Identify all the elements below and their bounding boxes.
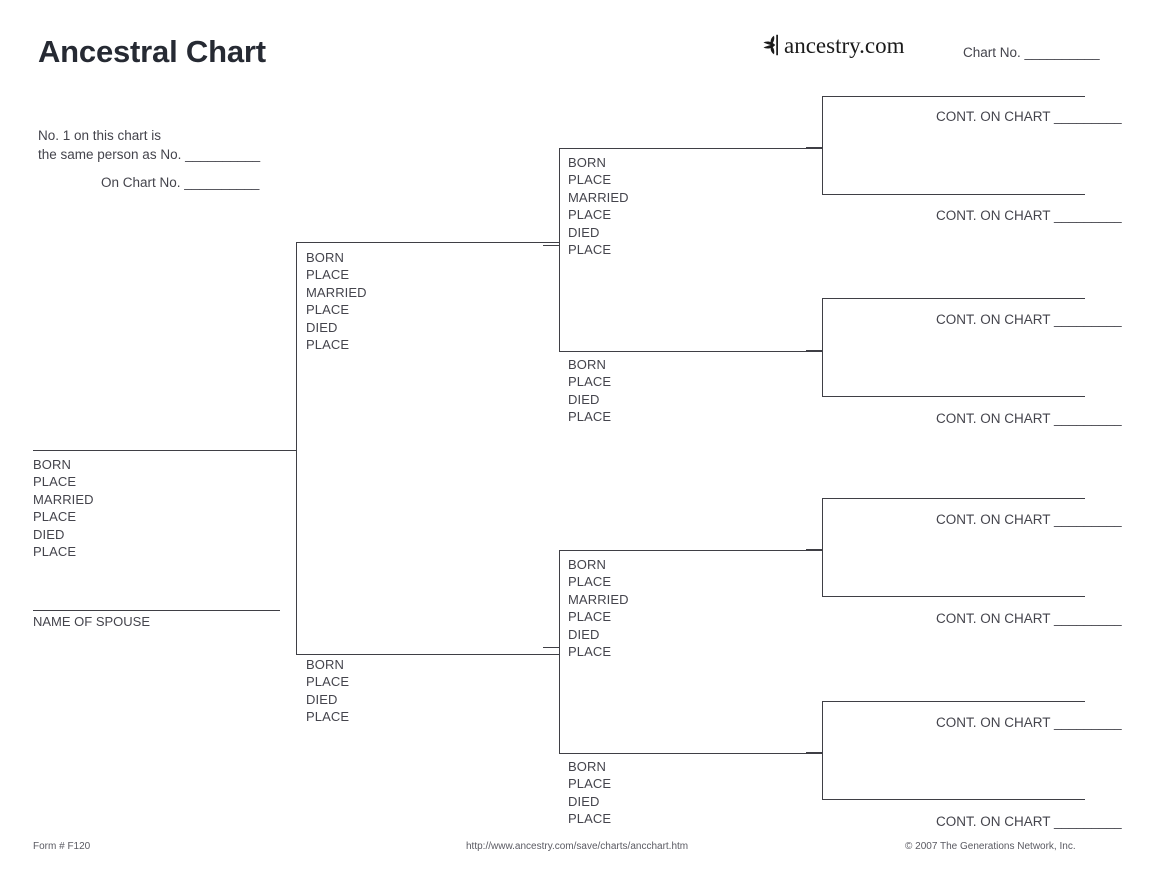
person-1-spouse-label: NAME OF SPOUSE <box>33 614 151 629</box>
gen2-bracket-spine <box>296 242 297 654</box>
ancestry-leaf-icon <box>757 32 783 58</box>
gen4-bracket-c-spine <box>822 498 823 596</box>
chart-no-label[interactable]: Chart No. __________ <box>963 45 1100 60</box>
field-married: MARRIED <box>568 189 629 205</box>
gen4-ggp-1-name-line[interactable] <box>822 96 1085 97</box>
gen4-ggp-5-name-line[interactable] <box>822 498 1085 499</box>
field-born: BORN <box>33 457 71 472</box>
gen4-ggp-7-name-line[interactable] <box>822 701 1085 702</box>
field-died: DIED <box>568 793 600 809</box>
field-place-3: PLACE <box>568 644 612 660</box>
gen4-ggp-5-cont-label[interactable]: CONT. ON CHART _________ <box>936 512 1122 527</box>
gen4-ggp-3-cont-label[interactable]: CONT. ON CHART _________ <box>936 312 1122 327</box>
gen4-ggp-6-cont-label[interactable]: CONT. ON CHART _________ <box>936 611 1122 626</box>
gen3-lower-bracket-spine <box>559 550 560 753</box>
gen3-pgm-fields: BORN PLACE DIED PLACE <box>568 356 611 426</box>
connector-gen2-mother-to-gen3 <box>543 647 560 648</box>
connector-gen3-pgm-to-gen4 <box>806 350 823 351</box>
field-place: PLACE <box>306 674 350 690</box>
gen3-mgf-name-line[interactable] <box>559 550 822 551</box>
note-line-2[interactable]: the same person as No. __________ <box>38 147 261 162</box>
field-married: MARRIED <box>33 491 94 507</box>
field-place-2: PLACE <box>568 609 612 625</box>
field-born: BORN <box>568 155 606 170</box>
connector-gen3-mgm-to-gen4 <box>806 752 823 753</box>
same-person-note: No. 1 on this chart is the same person a… <box>38 126 260 164</box>
gen3-pgm-name-line[interactable] <box>559 351 822 352</box>
field-died: DIED <box>568 626 600 642</box>
gen4-ggp-4-cont-label[interactable]: CONT. ON CHART _________ <box>936 411 1122 426</box>
field-place-2: PLACE <box>306 302 350 318</box>
gen4-ggp-6-name-line[interactable] <box>822 596 1085 597</box>
gen4-ggp-7-cont-label[interactable]: CONT. ON CHART _________ <box>936 715 1122 730</box>
gen2-father-name-line[interactable] <box>296 242 559 243</box>
field-born: BORN <box>568 357 606 372</box>
gen4-ggp-3-name-line[interactable] <box>822 298 1085 299</box>
field-died: DIED <box>568 391 600 407</box>
person-1-spouse-line[interactable] <box>33 610 280 611</box>
field-place-3: PLACE <box>568 242 612 258</box>
gen4-ggp-2-name-line[interactable] <box>822 194 1085 195</box>
field-place: PLACE <box>568 172 612 188</box>
connector-gen3-mgf-to-gen4 <box>806 549 823 550</box>
gen4-ggp-2-cont-label[interactable]: CONT. ON CHART _________ <box>936 208 1122 223</box>
field-place-2: PLACE <box>568 409 612 425</box>
field-died: DIED <box>306 319 338 335</box>
field-place: PLACE <box>568 374 612 390</box>
gen4-ggp-8-cont-label[interactable]: CONT. ON CHART _________ <box>936 814 1122 829</box>
field-place-2: PLACE <box>568 207 612 223</box>
field-place-3: PLACE <box>306 337 350 353</box>
field-married: MARRIED <box>306 284 367 300</box>
connector-gen2-father-to-gen3 <box>543 245 560 246</box>
gen4-bracket-d-spine <box>822 701 823 799</box>
gen4-bracket-b-spine <box>822 298 823 396</box>
field-born: BORN <box>568 759 606 774</box>
field-place-2: PLACE <box>306 709 350 725</box>
field-married: MARRIED <box>568 591 629 607</box>
note-line-1: No. 1 on this chart is <box>38 128 162 143</box>
field-place-2: PLACE <box>33 509 77 525</box>
gen3-upper-bracket-spine <box>559 148 560 351</box>
ancestry-brand: ancestry.com <box>757 31 904 59</box>
gen2-mother-name-line[interactable] <box>296 654 559 655</box>
field-place: PLACE <box>306 267 350 283</box>
field-place: PLACE <box>33 474 77 490</box>
gen4-bracket-a-spine <box>822 96 823 194</box>
field-place-3: PLACE <box>33 544 77 560</box>
gen2-father-fields: BORN PLACE MARRIED PLACE DIED PLACE <box>306 249 367 353</box>
field-place-2: PLACE <box>568 811 612 827</box>
field-born: BORN <box>568 557 606 572</box>
gen4-ggp-1-cont-label[interactable]: CONT. ON CHART _________ <box>936 109 1122 124</box>
person-1-fields: BORN PLACE MARRIED PLACE DIED PLACE <box>33 456 94 560</box>
gen4-ggp-4-name-line[interactable] <box>822 396 1085 397</box>
connector-gen3-pgf-to-gen4 <box>806 147 823 148</box>
gen3-mgm-name-line[interactable] <box>559 753 822 754</box>
brand-name: ancestry.com <box>784 32 905 58</box>
footer-copyright: © 2007 The Generations Network, Inc. <box>905 841 1076 852</box>
field-died: DIED <box>306 691 338 707</box>
gen3-mgm-fields: BORN PLACE DIED PLACE <box>568 758 611 828</box>
field-died: DIED <box>568 224 600 240</box>
on-chart-no-label[interactable]: On Chart No. __________ <box>101 175 260 190</box>
connector-p1-to-gen2 <box>280 450 297 451</box>
gen3-pgf-name-line[interactable] <box>559 148 822 149</box>
footer-url[interactable]: http://www.ancestry.com/save/charts/ancc… <box>466 841 689 852</box>
gen3-pgf-fields: BORN PLACE MARRIED PLACE DIED PLACE <box>568 154 629 258</box>
gen2-mother-fields: BORN PLACE DIED PLACE <box>306 656 349 726</box>
gen4-ggp-8-name-line[interactable] <box>822 799 1085 800</box>
field-place: PLACE <box>568 574 612 590</box>
person-1-name-line[interactable] <box>33 450 296 451</box>
footer-form-number: Form # F120 <box>33 841 91 852</box>
gen3-mgf-fields: BORN PLACE MARRIED PLACE DIED PLACE <box>568 556 629 660</box>
page-title: Ancestral Chart <box>38 34 266 69</box>
field-place: PLACE <box>568 776 612 792</box>
field-born: BORN <box>306 250 344 265</box>
field-born: BORN <box>306 657 344 672</box>
field-died: DIED <box>33 526 65 542</box>
